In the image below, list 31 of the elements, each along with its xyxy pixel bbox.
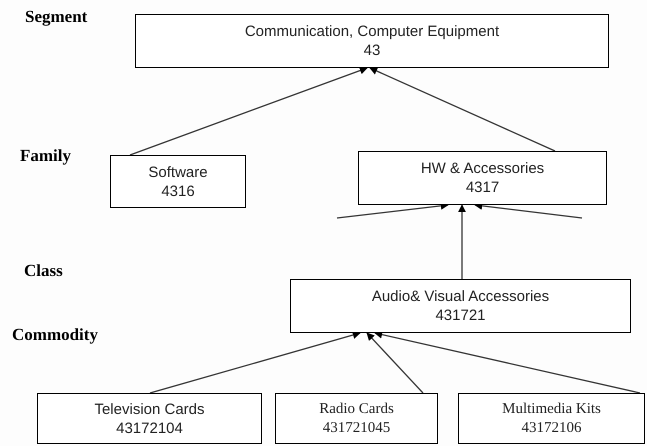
- category-name: Software: [148, 162, 208, 182]
- category-code: 431721045: [322, 418, 390, 438]
- category-name: Radio Cards: [319, 400, 394, 418]
- category-code: 4316: [161, 182, 195, 200]
- category-code: 43172104: [116, 418, 183, 438]
- category-box: [358, 151, 607, 205]
- level-label: Class: [24, 260, 63, 282]
- arrow: [130, 66, 368, 156]
- category-name: Television Cards: [94, 400, 205, 418]
- category-code: 43: [364, 41, 380, 60]
- arrow: [150, 331, 361, 394]
- level-label: Commodity: [12, 324, 98, 346]
- category-code: 4317: [466, 178, 500, 197]
- arrow: [374, 330, 640, 394]
- arrow: [458, 204, 466, 279]
- category-code: 431721: [435, 306, 486, 325]
- category-box: [110, 155, 246, 208]
- category-name: HW & Accessories: [420, 159, 544, 178]
- category-code: 43172106: [522, 418, 582, 438]
- arrow: [366, 332, 424, 394]
- level-label: Segment: [25, 6, 88, 28]
- category-name: Communication, Computer Equipment: [244, 22, 500, 41]
- category-name: Multimedia Kits: [502, 400, 601, 418]
- category-name: Audio& Visual Accessories: [372, 287, 550, 306]
- category-box: [135, 14, 609, 68]
- category-box: [458, 393, 645, 444]
- category-box: [37, 393, 262, 444]
- level-label: Family: [20, 145, 71, 167]
- category-box: [275, 393, 438, 444]
- category-box: [290, 279, 631, 333]
- arrow: [369, 67, 556, 152]
